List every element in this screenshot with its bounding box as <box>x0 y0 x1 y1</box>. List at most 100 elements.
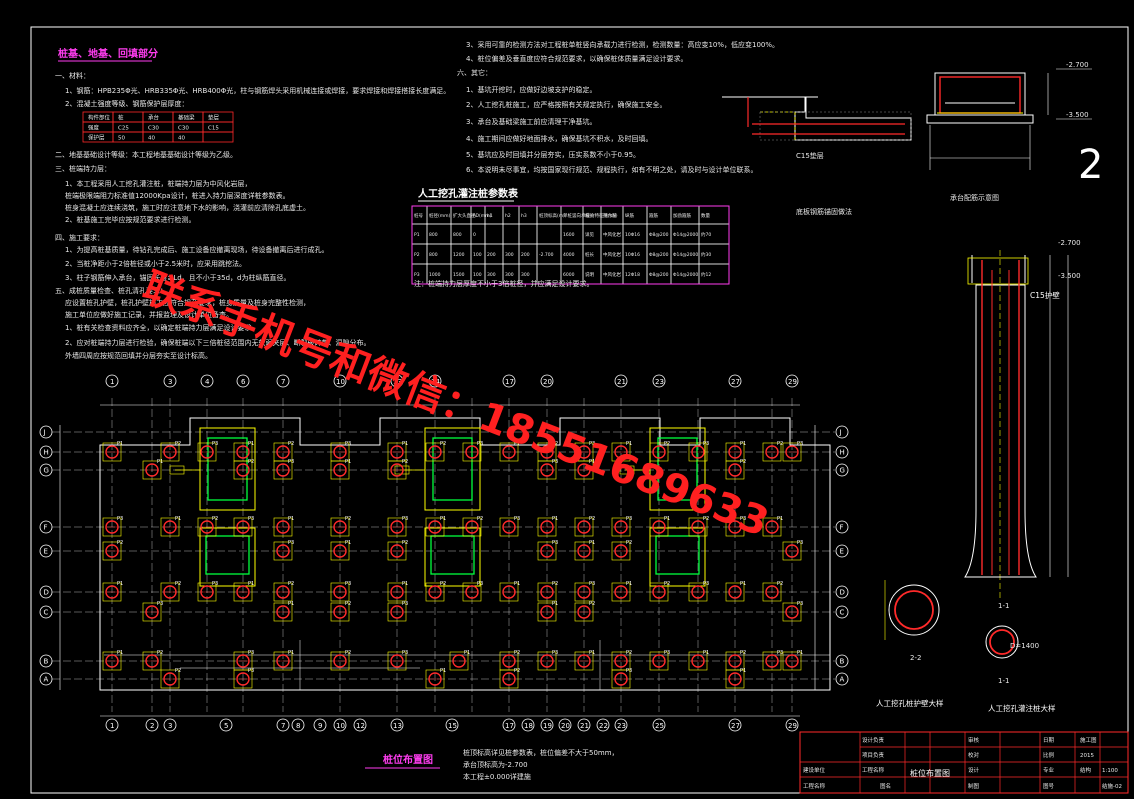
pile-label: P2 <box>589 601 595 607</box>
pile-cap <box>387 602 407 622</box>
edge-detail-label: 底板钢筋锚固做法 <box>796 207 852 216</box>
notes-lines: 一、材料：1、钢筋：HPB235Φ光、HRB335Φ光、HRB400Φ光，柱与钢… <box>55 71 450 360</box>
pile-label: P3 <box>626 668 632 674</box>
core-beam <box>207 437 248 501</box>
axis-bubble <box>502 718 516 732</box>
axis-bubble <box>313 718 327 732</box>
pile-cap <box>574 460 594 480</box>
axis-label: 21 <box>580 722 589 730</box>
core-beam <box>430 535 475 575</box>
concrete-table-text: 桩 <box>118 114 124 122</box>
pile-table-text: 12Φ18 <box>625 272 640 278</box>
general-notes-right: 3、采用可靠的检测方法对工程桩单桩竖向承载力进行检测，检测数量：高应变10%，低… <box>457 40 779 174</box>
pile-label: P3 <box>345 441 351 447</box>
pile-label: P3 <box>288 459 294 465</box>
pile-cap <box>462 517 482 537</box>
pile-label: P3 <box>514 516 520 522</box>
pile-label: P2 <box>777 581 783 587</box>
notes-line: 2、桩基施工完毕应按规范要求进行检测。 <box>65 215 195 224</box>
pile-cap <box>537 517 557 537</box>
row-label: E <box>44 548 48 556</box>
pile-label: P2 <box>345 516 351 522</box>
pile-label: P1 <box>552 516 558 522</box>
section-11-label: 1-1 <box>998 677 1009 685</box>
pile-table-text: 800 <box>429 232 438 238</box>
tb-drawing-name: 桩位布置图 <box>910 768 950 778</box>
row-label: B <box>44 658 49 666</box>
core-beam <box>655 535 700 575</box>
pile-detail-label: 人工挖孔灌注桩大样 <box>988 703 1056 713</box>
row-bubble <box>835 585 849 599</box>
concrete-table-text: 强度 <box>88 124 100 132</box>
tb-label: 制图 <box>968 782 980 790</box>
core-cap <box>199 427 256 511</box>
pile-label: P3 <box>797 441 803 447</box>
row-label: F <box>840 524 844 532</box>
edge-detail-note: C15垫层 <box>796 151 824 160</box>
pile-label: P2 <box>740 459 746 465</box>
pile-label: P1 <box>440 516 446 522</box>
pile-table-text: 约30 <box>701 251 711 258</box>
axis-label: 3 <box>168 378 172 386</box>
axis-label: 8 <box>296 722 300 730</box>
row-label: G <box>44 467 49 475</box>
axis-bubble <box>163 374 177 388</box>
pile-label: P1 <box>626 441 632 447</box>
row-label: A <box>44 676 49 684</box>
axis-bubble <box>540 718 554 732</box>
core-tag <box>169 465 185 475</box>
pile-cap <box>102 582 122 602</box>
pile-label: P3 <box>477 581 483 587</box>
axis-bubble <box>577 718 591 732</box>
pile-table-cell <box>502 223 520 245</box>
plan-note-1: 桩顶标高详见桩参数表，桩位偏差不大于50mm， <box>463 748 619 757</box>
pile-table-text: 100 <box>473 272 482 278</box>
pile-label: P2 <box>345 601 351 607</box>
pile-table-text: 约12 <box>701 271 711 278</box>
pile-table-text: 6000 <box>563 272 575 278</box>
core-cap <box>199 527 256 587</box>
pile-cap <box>537 460 557 480</box>
pile-table-text: Φ14@2000 <box>673 232 698 238</box>
inner-line <box>180 640 601 690</box>
axis-bubble <box>236 374 250 388</box>
pile-table-text: 800 <box>429 252 438 258</box>
concrete-table-text: 40 <box>178 136 185 142</box>
notes-line: 2、当桩净距小于2倍桩径或小于2.5米时，应采用跳挖法。 <box>65 259 246 268</box>
pile-cap <box>425 582 445 602</box>
pile-cap <box>102 442 122 462</box>
axis-label: 22 <box>599 722 608 730</box>
axis-bubble <box>390 374 404 388</box>
concrete-table-text: 承台 <box>148 114 160 122</box>
pile-table-text: 4000 <box>563 252 575 258</box>
core-cap <box>424 527 481 587</box>
pile-table-cell <box>518 223 538 245</box>
pile-cap <box>762 517 782 537</box>
pile-label: P3 <box>402 650 408 656</box>
pile-cap <box>330 460 350 480</box>
pile-label: P2 <box>777 441 783 447</box>
pile-table-cell <box>536 223 562 245</box>
pile-cap <box>330 517 350 537</box>
pile-table-text: 10Φ16 <box>625 232 640 238</box>
pile-cap <box>611 541 631 561</box>
notes-right-line: 3、采用可靠的检测方法对工程桩单桩竖向承载力进行检测，检测数量：高应变10%，低… <box>466 40 779 49</box>
pile-label: P3 <box>552 540 558 546</box>
pile-table-text: 桩顶标高(m) <box>539 212 565 219</box>
pile-label: P1 <box>740 581 746 587</box>
axis-label: 1 <box>110 722 114 730</box>
pile-table-text: 桩长 <box>585 251 594 258</box>
pile-cap <box>649 442 669 462</box>
pile-label: P1 <box>345 459 351 465</box>
title-block: 设计负责项目负责审核校对设计制图日期比例专业图号工程名称图名建设单位工程名称桩位… <box>799 731 1129 794</box>
pile-label: P2 <box>402 540 408 546</box>
axis-label: 25 <box>655 722 664 730</box>
pile-label: P2 <box>440 441 446 447</box>
axis-bubble <box>614 718 628 732</box>
pile-label: P2 <box>175 668 181 674</box>
pile-label: P1 <box>464 650 470 656</box>
concrete-table-text: 构件部位 <box>88 114 111 122</box>
row-bubble <box>39 605 53 619</box>
pile-label: P3 <box>777 650 783 656</box>
